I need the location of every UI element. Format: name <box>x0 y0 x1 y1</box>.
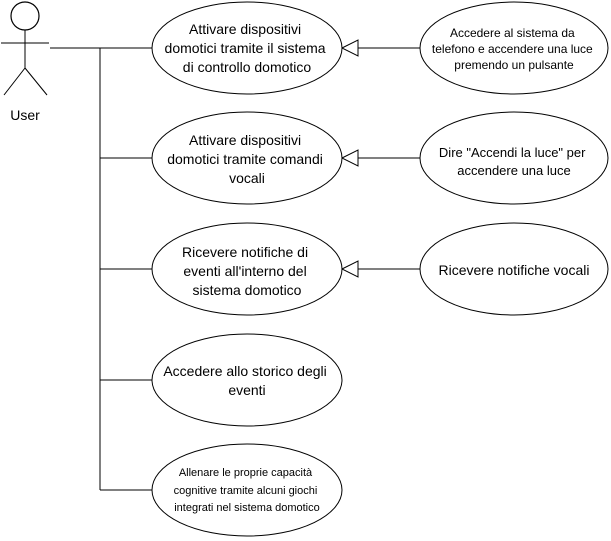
specialized-use-case-1-line-3: premendo un pulsante <box>454 58 574 72</box>
specialized-use-case-2: Dire "Accendi la luce" per accendere una… <box>419 111 609 205</box>
specialized-use-case-1: Accedere al sistema da telefono e accend… <box>419 1 609 95</box>
specialized-use-case-1-line-1: Accedere al sistema da <box>450 26 575 40</box>
use-case-5: Allenare le proprie capacità cognitive t… <box>151 443 343 537</box>
specialized-use-case-1-line-2: telefono e accendere una luce <box>432 42 593 56</box>
svg-text:Ricevere notifiche di ev: Ricevere notifiche di eventi all'interno… <box>182 244 312 298</box>
use-case-2: Attivare dispositivi domotici tramite co… <box>151 111 343 205</box>
actor-user: User <box>1 1 49 123</box>
associations <box>50 47 152 491</box>
use-case-2-line-3: vocali <box>229 170 265 186</box>
use-case-1: Attivare dispositivi domotici tramite il… <box>151 1 343 95</box>
specialized-use-case-3-line-1: Ricevere notifiche vocali <box>439 262 590 278</box>
actor-right-leg <box>24 67 48 96</box>
generalizations <box>340 39 420 278</box>
use-case-4-line-2: eventi <box>228 382 265 398</box>
svg-text:Ricevere notifiche vocali: Ricevere notifiche vocali <box>439 262 590 278</box>
generalization-arrow-sp2 <box>340 149 359 167</box>
actor-left-leg <box>3 67 26 96</box>
use-case-3-line-1: Ricevere notifiche di <box>182 244 308 260</box>
svg-text:Accedere allo storico degli: Accedere allo storico degli eventi <box>163 363 330 398</box>
specialized-use-case-3: Ricevere notifiche vocali <box>419 222 609 316</box>
actor-head <box>10 1 40 31</box>
generalization-arrow-sp3 <box>340 260 359 278</box>
use-case-1-line-2: domotici tramite il sistema <box>165 40 326 56</box>
use-case-4: Accedere allo storico degli eventi <box>151 333 343 427</box>
generalization-arrow-sp1 <box>340 39 359 57</box>
svg-text:Allenare le proprie capacità: Allenare le proprie capacità cognitive t… <box>174 467 321 514</box>
svg-text:Attivare dispositivi dom: Attivare dispositivi domotici tramite co… <box>167 132 327 186</box>
use-case-1-line-3: di controllo domotico <box>183 59 312 75</box>
use-case-3-line-2: eventi all'interno del <box>183 263 306 279</box>
use-case-5-line-1: Allenare le proprie capacità <box>179 467 313 479</box>
use-case-3: Ricevere notifiche di eventi all'interno… <box>151 222 343 316</box>
specialized-use-case-2-line-2: accendere una luce <box>457 163 570 178</box>
use-case-5-line-3: integrati nel sistema domotico <box>174 502 320 514</box>
actor-label: User <box>10 107 40 123</box>
use-case-5-line-2: cognitive tramite alcuni giochi <box>174 485 318 497</box>
svg-text:Attivare dispositivi dom: Attivare dispositivi domotici tramite il… <box>165 21 330 75</box>
specialized-use-case-2-line-1: Dire "Accendi la luce" per <box>439 145 586 160</box>
use-case-2-line-1: Attivare dispositivi <box>189 132 301 148</box>
svg-text:Accedere al sistema da t: Accedere al sistema da telefono e accend… <box>432 26 596 72</box>
use-case-2-line-2: domotici tramite comandi <box>167 151 323 167</box>
use-case-1-line-1: Attivare dispositivi <box>189 21 301 37</box>
svg-text:Dire "Accendi la luce" per: Dire "Accendi la luce" per accendere una… <box>439 145 589 178</box>
use-case-3-line-3: sistema domotico <box>193 282 302 298</box>
use-case-4-line-1: Accedere allo storico degli <box>163 363 326 379</box>
